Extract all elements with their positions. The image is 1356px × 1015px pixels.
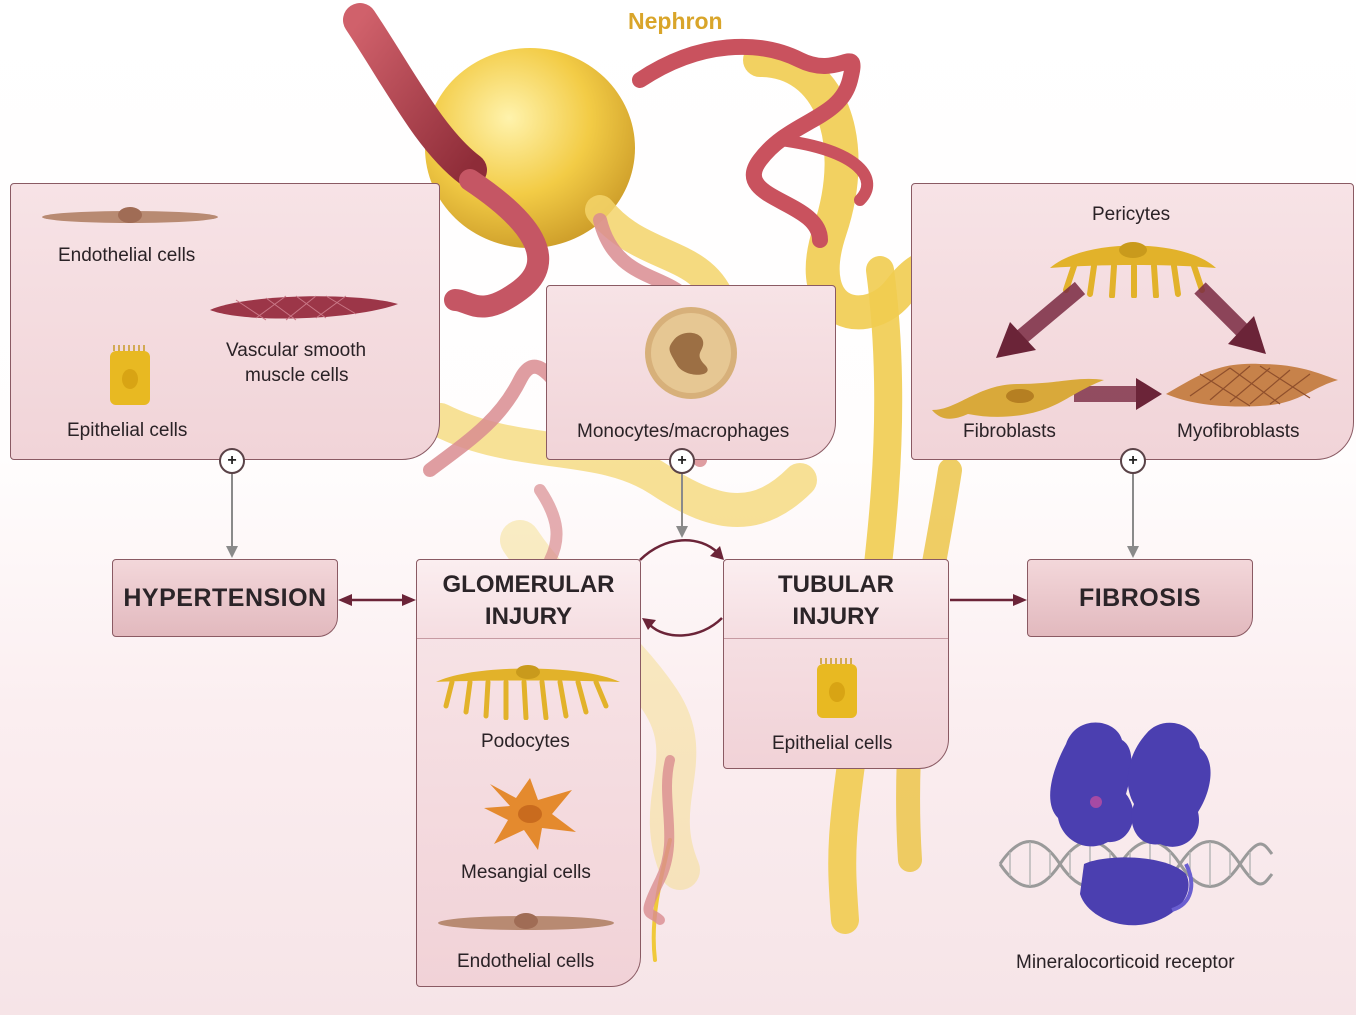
fibrosis-box: FIBROSIS: [1027, 559, 1253, 637]
plus-marker-center: +: [669, 448, 695, 474]
glomerular-title-line1: GLOMERULAR: [417, 568, 640, 601]
mesangial-cells-label: Mesangial cells: [461, 860, 591, 886]
podocyte-icon: [432, 660, 624, 720]
hypertension-box: HYPERTENSION: [112, 559, 338, 637]
plus-marker-left: +: [219, 448, 245, 474]
glomerular-endothelial-cell-icon: [436, 910, 616, 936]
plus-marker-right: +: [1120, 448, 1146, 474]
mesangial-cell-icon: [480, 776, 580, 852]
tubular-epithelial-cell-icon: [815, 656, 859, 720]
glomerular-title-line2: INJURY: [417, 600, 640, 633]
podocytes-label: Podocytes: [481, 729, 570, 755]
glomerular-endothelial-label: Endothelial cells: [457, 949, 594, 975]
mineralocorticoid-receptor-icon: [996, 714, 1274, 942]
tubular-title-line1: TUBULAR: [724, 568, 948, 601]
tubular-title-line2: INJURY: [724, 600, 948, 633]
receptor-protein: [1050, 723, 1210, 926]
mineralocorticoid-receptor-label: Mineralocorticoid receptor: [1016, 950, 1235, 976]
tubular-epithelial-label: Epithelial cells: [772, 731, 892, 757]
